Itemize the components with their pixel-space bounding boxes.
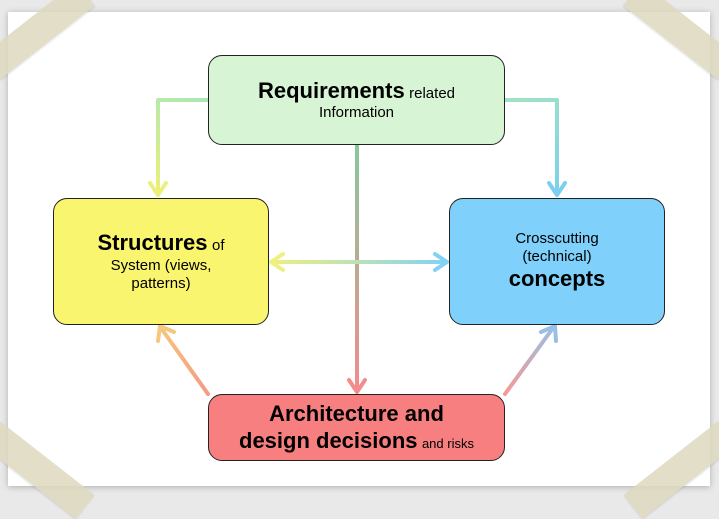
requirements-title: Requirements (257, 77, 405, 103)
arrow-requirements-to-concepts (503, 98, 567, 197)
structures-line2: System (views, (110, 256, 212, 274)
concepts-line1: Crosscutting (515, 230, 599, 248)
structures-line3: patterns) (131, 274, 191, 292)
requirements-line1: Requirements related (258, 78, 455, 104)
decisions-line2-wrap: design decisions and risks (239, 428, 474, 454)
decisions-line2: design decisions (239, 427, 418, 453)
decisions-suffix: and risks (421, 435, 474, 451)
arrow-requirements-to-structures (148, 98, 210, 197)
decisions-line1: Architecture and (269, 401, 444, 427)
requirements-line2: Information (318, 104, 395, 122)
arrow-requirements-to-decisions (347, 143, 367, 394)
arrow-structures-concepts-bidirectional (269, 252, 449, 272)
decisions-box: Architecture and design decisions and ri… (208, 394, 505, 461)
arrow-decisions-to-structures (156, 324, 210, 396)
structures-box: Structures of System (views, patterns) (53, 198, 269, 325)
concepts-title: concepts (508, 266, 606, 292)
requirements-suffix: related (409, 84, 456, 102)
structures-title: Structures (97, 230, 208, 256)
arrow-decisions-to-concepts (503, 324, 558, 396)
structures-suffix: of (211, 237, 225, 255)
structures-line1: Structures of (97, 230, 224, 256)
requirements-box: Requirements related Information (208, 55, 505, 145)
concepts-line2: (technical) (522, 248, 592, 266)
connector-arrows (148, 98, 567, 396)
concepts-box: Crosscutting (technical) concepts (449, 198, 665, 325)
